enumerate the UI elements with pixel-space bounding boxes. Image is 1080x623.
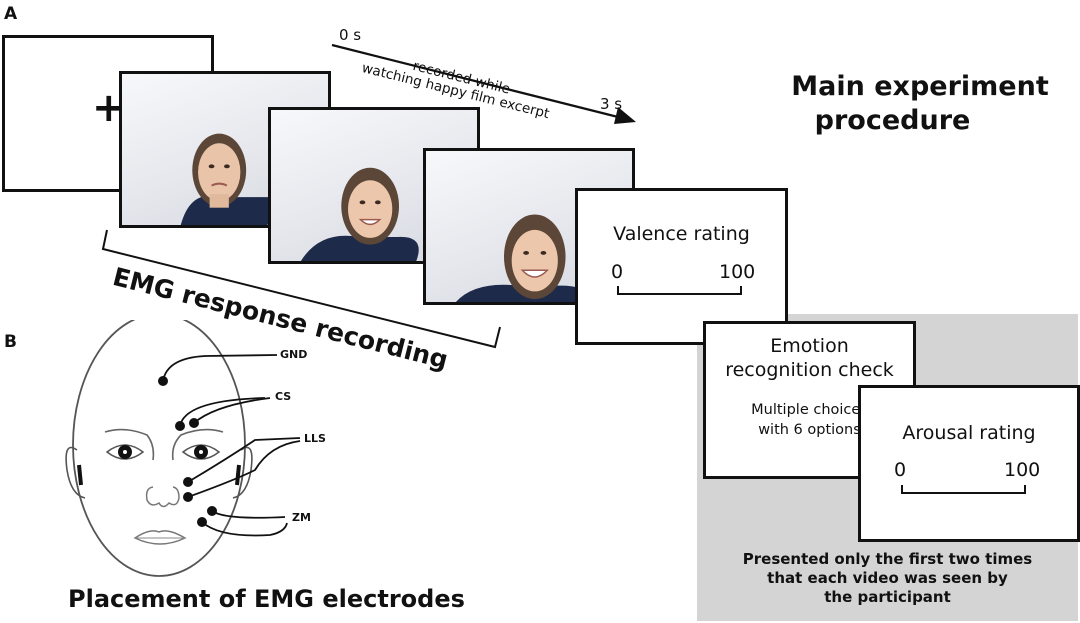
arousal-rating-title: Arousal rating bbox=[902, 422, 1036, 444]
emotion-desc-line1: Multiple choices bbox=[751, 402, 868, 418]
panel-a-label: A bbox=[4, 4, 18, 24]
arousal-rating-box: Arousal rating 0 100 bbox=[858, 385, 1080, 542]
emg-bracket bbox=[101, 229, 501, 349]
conditional-note-line2: that each video was seen by bbox=[767, 569, 1008, 587]
face-photo-neutral-icon bbox=[180, 133, 277, 225]
main-title-line2: procedure bbox=[814, 105, 971, 136]
right-eye-icon bbox=[181, 444, 221, 460]
conditional-note-line3: the participant bbox=[824, 588, 951, 606]
arousal-max-label: 100 bbox=[1004, 459, 1041, 481]
conditional-note-line1: Presented only the first two times bbox=[742, 550, 1033, 568]
left-ear-icon bbox=[65, 446, 86, 499]
face-photo-broad-smile-icon bbox=[455, 214, 584, 302]
timeline-arrow bbox=[331, 43, 636, 124]
valence-rating-scale[interactable] bbox=[617, 286, 742, 295]
panel-b-label: B bbox=[4, 332, 17, 352]
conditional-note: Presented only the first two times that … bbox=[697, 550, 1078, 607]
right-ear-icon bbox=[232, 446, 253, 499]
arousal-min-label: 0 bbox=[894, 459, 907, 481]
arousal-rating-scale[interactable] bbox=[901, 485, 1026, 494]
valence-rating-box: Valence rating 0 100 bbox=[575, 188, 788, 345]
left-eye-icon bbox=[105, 444, 145, 460]
timeline-end-label: 3 s bbox=[600, 95, 623, 113]
cs-label: CS bbox=[275, 390, 292, 403]
valence-max-label: 100 bbox=[719, 261, 756, 283]
emotion-recognition-description: Multiple choices with 6 options bbox=[706, 400, 913, 440]
lls-label: LLS bbox=[304, 432, 326, 445]
gnd-label: GND bbox=[280, 348, 308, 361]
emotion-title-line2: recognition check bbox=[725, 359, 894, 381]
main-title-line1: Main experiment bbox=[791, 71, 1049, 102]
zm-label: ZM bbox=[292, 511, 311, 524]
emotion-desc-line2: with 6 options bbox=[758, 422, 861, 438]
lls-electrode-icon bbox=[183, 437, 301, 502]
head-outline-icon bbox=[72, 320, 246, 577]
mouth-icon bbox=[133, 530, 187, 545]
valence-min-label: 0 bbox=[611, 261, 624, 283]
face-diagram bbox=[65, 320, 301, 577]
electrode-placement-caption: Placement of EMG electrodes bbox=[68, 585, 465, 613]
nose-icon bbox=[145, 486, 180, 508]
left-brow-icon bbox=[104, 428, 155, 461]
timeline-start-label: 0 s bbox=[339, 26, 362, 44]
valence-rating-title: Valence rating bbox=[613, 223, 750, 245]
cs-electrode-icon bbox=[175, 397, 271, 431]
emotion-recognition-title: Emotion recognition check bbox=[706, 334, 913, 382]
face-photo-smile-icon bbox=[300, 167, 419, 261]
zm-electrode-icon bbox=[197, 506, 288, 537]
right-brow-icon bbox=[171, 428, 224, 461]
gnd-electrode-icon bbox=[158, 354, 278, 386]
arrow-head-icon bbox=[614, 107, 636, 124]
main-title: Main experiment procedure bbox=[760, 70, 1080, 138]
emotion-title-line1: Emotion bbox=[770, 335, 849, 357]
